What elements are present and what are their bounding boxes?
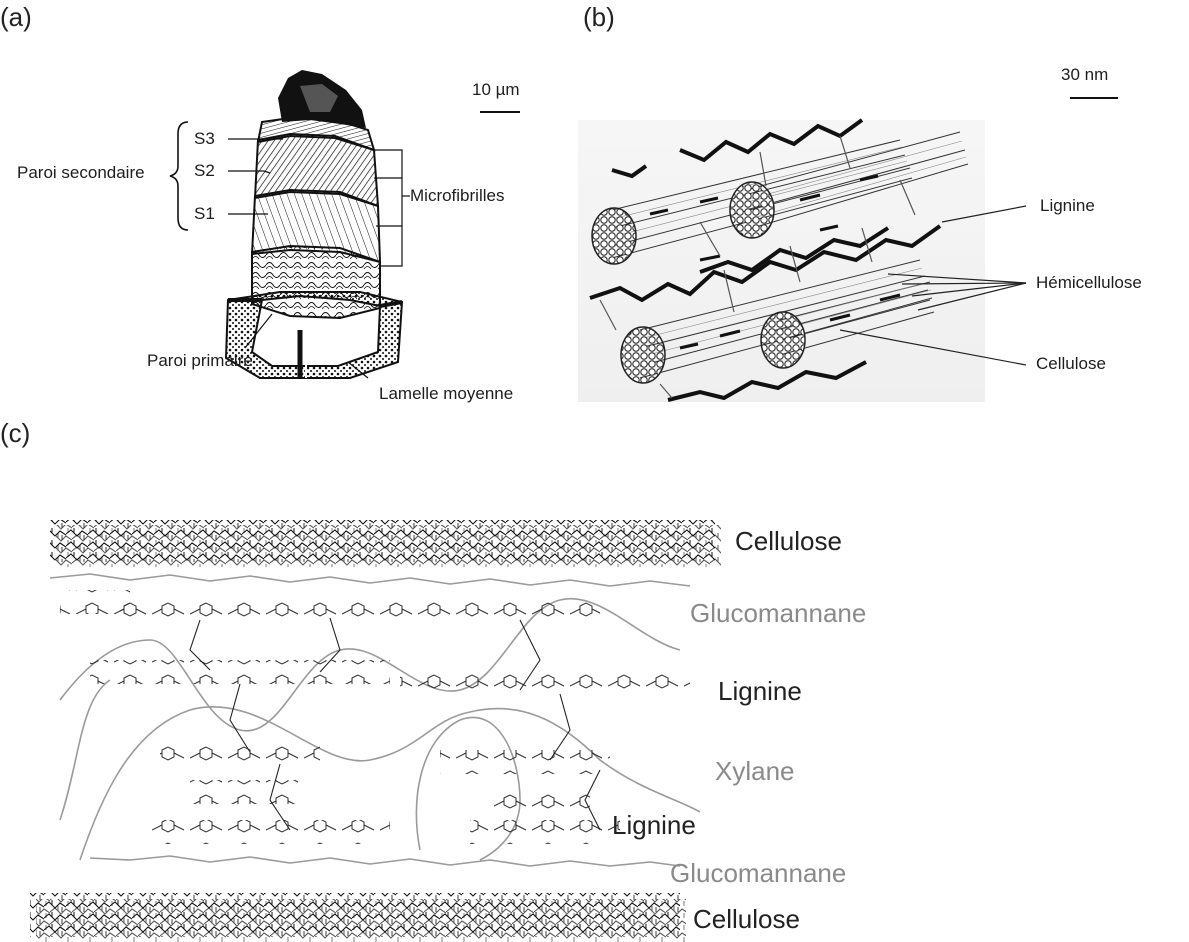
label-c-xylan: Xylane [715,756,795,787]
label-c-lignin-bottom: Lignine [612,810,696,841]
label-c-cellulose-bottom: Cellulose [693,904,800,935]
label-c-lignin-top: Lignine [718,676,802,707]
label-c-cellulose-top: Cellulose [735,526,842,557]
label-c-glucomannan-bottom: Glucomannane [670,858,846,889]
label-c-glucomannan-top: Glucomannane [690,598,866,629]
